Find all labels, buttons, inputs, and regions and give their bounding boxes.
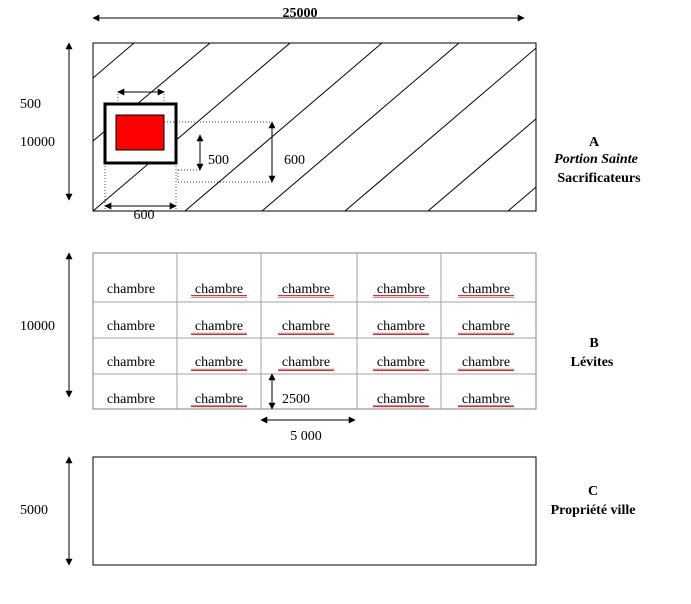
room-label: chambre [195,392,243,407]
zone-c-border [92,456,537,566]
zone-a-letter: A [589,135,600,150]
zone-b-name: Lévites [571,355,614,370]
spellcheck-underline [278,295,334,298]
room-label: chambre [107,319,155,334]
bottom-offset-label: 600 [134,208,155,223]
spellcheck-underline [278,368,334,371]
spellcheck-underline [458,405,514,408]
zone-a-name: Portion Sainte [554,152,638,167]
spellcheck-underline [373,405,429,408]
room-label: chambre [107,282,155,297]
zone-c-height-label: 5000 [20,503,48,518]
zone-b-letter: B [589,336,598,351]
room-label: chambre [377,319,425,334]
zone-a-owner: Sacrificateurs [557,171,641,186]
room-label: chambre [282,282,330,297]
holy-of-holies [115,114,165,151]
room-label: chambre [377,355,425,370]
spellcheck-underline [191,295,247,298]
room-label: chambre [195,282,243,297]
zone-a-height-label: 10000 [20,135,55,150]
spellcheck-underline [458,332,514,335]
room-label: chambre [462,319,510,334]
spellcheck-underline [373,368,429,371]
room-label: chambre [107,392,155,407]
spellcheck-underline [278,332,334,335]
zone-c-letter: C [588,484,598,499]
cell-height-label: 2500 [282,392,310,407]
spellcheck-underline [191,368,247,371]
cell-width-label: 5 000 [290,429,322,444]
spellcheck-underline [458,295,514,298]
spellcheck-underline [191,332,247,335]
room-label: chambre [462,355,510,370]
spellcheck-underline [373,295,429,298]
zone-b: chambre chambre chambre chambre chambre chamb… [92,252,537,444]
room-label: chambre [377,282,425,297]
room-label: chambre [282,319,330,334]
zone-b-height-label: 10000 [20,319,55,334]
spellcheck-underline [458,368,514,371]
offset-500-label: 500 [208,153,229,168]
room-label: chambre [195,355,243,370]
offset-600-label: 600 [284,153,305,168]
room-label: chambre [462,282,510,297]
zone-b-grid [93,253,536,409]
room-label: chambre [377,392,425,407]
spellcheck-underline [191,405,247,408]
room-labels: chambre chambre chambre chambre chambre chamb… [107,282,514,408]
room-label: chambre [462,392,510,407]
zone-b-border [92,252,537,410]
room-label: chambre [195,319,243,334]
total-width-label: 25000 [283,6,318,21]
room-label: chambre [107,355,155,370]
room-label: chambre [282,355,330,370]
inner-width-label: 500 [20,97,41,112]
zone-a-border [92,42,537,212]
zone-a: 500 600 600 [92,42,537,223]
zone-c-name: Propriété ville [551,503,636,518]
spellcheck-underline [373,332,429,335]
